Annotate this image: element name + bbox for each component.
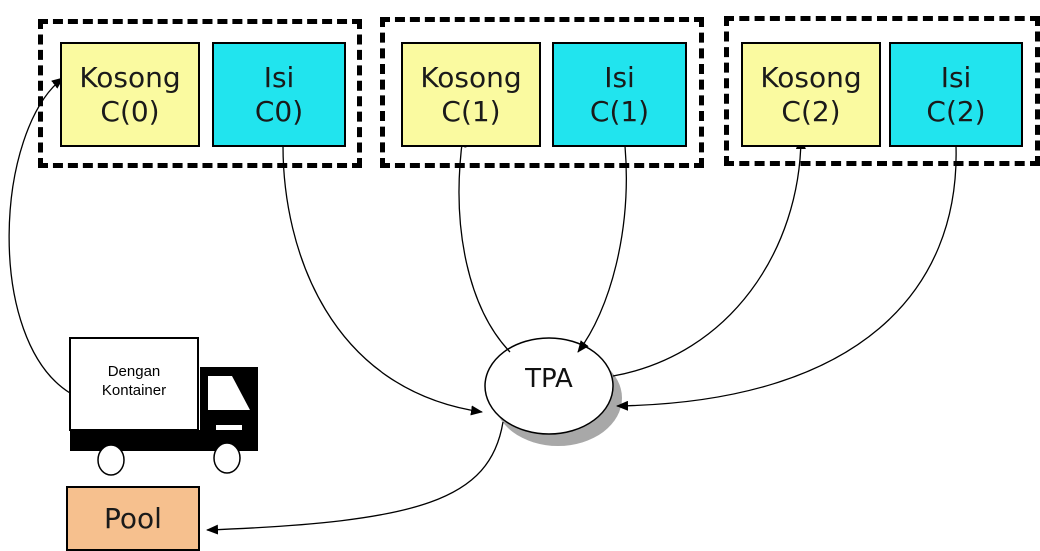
arrow-isi-c1-to-tpa	[577, 145, 627, 353]
kosong-box-c1: Kosong C(1)	[401, 42, 541, 147]
container-group-c0	[38, 19, 362, 168]
tpa-node	[484, 337, 614, 435]
isi-box-c2: Isi C(2)	[889, 42, 1023, 147]
isi-label: Isi	[940, 60, 972, 94]
pool-label: Pool	[104, 501, 162, 535]
truck-label-line1: Dengan	[107, 363, 161, 380]
container-id: C(1)	[441, 94, 501, 128]
isi-label: Isi	[263, 60, 295, 94]
container-id: C0)	[254, 94, 304, 128]
kosong-label: Kosong	[760, 60, 862, 94]
arrow-tpa-to-pool	[206, 421, 504, 535]
arrow-tpa-to-kosong-c1	[456, 135, 511, 353]
container-id: C(2)	[781, 94, 841, 128]
arrow-isi-c2-to-tpa	[616, 145, 957, 411]
kosong-box-c0: Kosong C(0)	[60, 42, 200, 147]
container-id: C(0)	[100, 94, 160, 128]
kosong-label: Kosong	[79, 60, 181, 94]
container-id: C(1)	[589, 94, 650, 128]
container-group-c2	[724, 16, 1040, 166]
arrow-isi-c0-to-tpa	[282, 145, 483, 416]
truck-label: Dengan Kontainer	[72, 362, 196, 400]
isi-label: Isi	[604, 60, 635, 94]
pool-box: Pool	[66, 486, 200, 551]
truck-icon	[69, 337, 258, 476]
kosong-label: Kosong	[420, 60, 522, 94]
kosong-box-c2: Kosong C(2)	[741, 42, 881, 147]
container-group-c1	[380, 17, 704, 168]
isi-box-c0: Isi C0)	[212, 42, 346, 147]
arrow-tpa-to-kosong-c2	[612, 137, 806, 377]
container-id: C(2)	[926, 94, 986, 128]
isi-box-c1: Isi C(1)	[552, 42, 687, 147]
tpa-label: TPA	[525, 364, 573, 394]
truck-label-line2: Kontainer	[101, 382, 167, 399]
